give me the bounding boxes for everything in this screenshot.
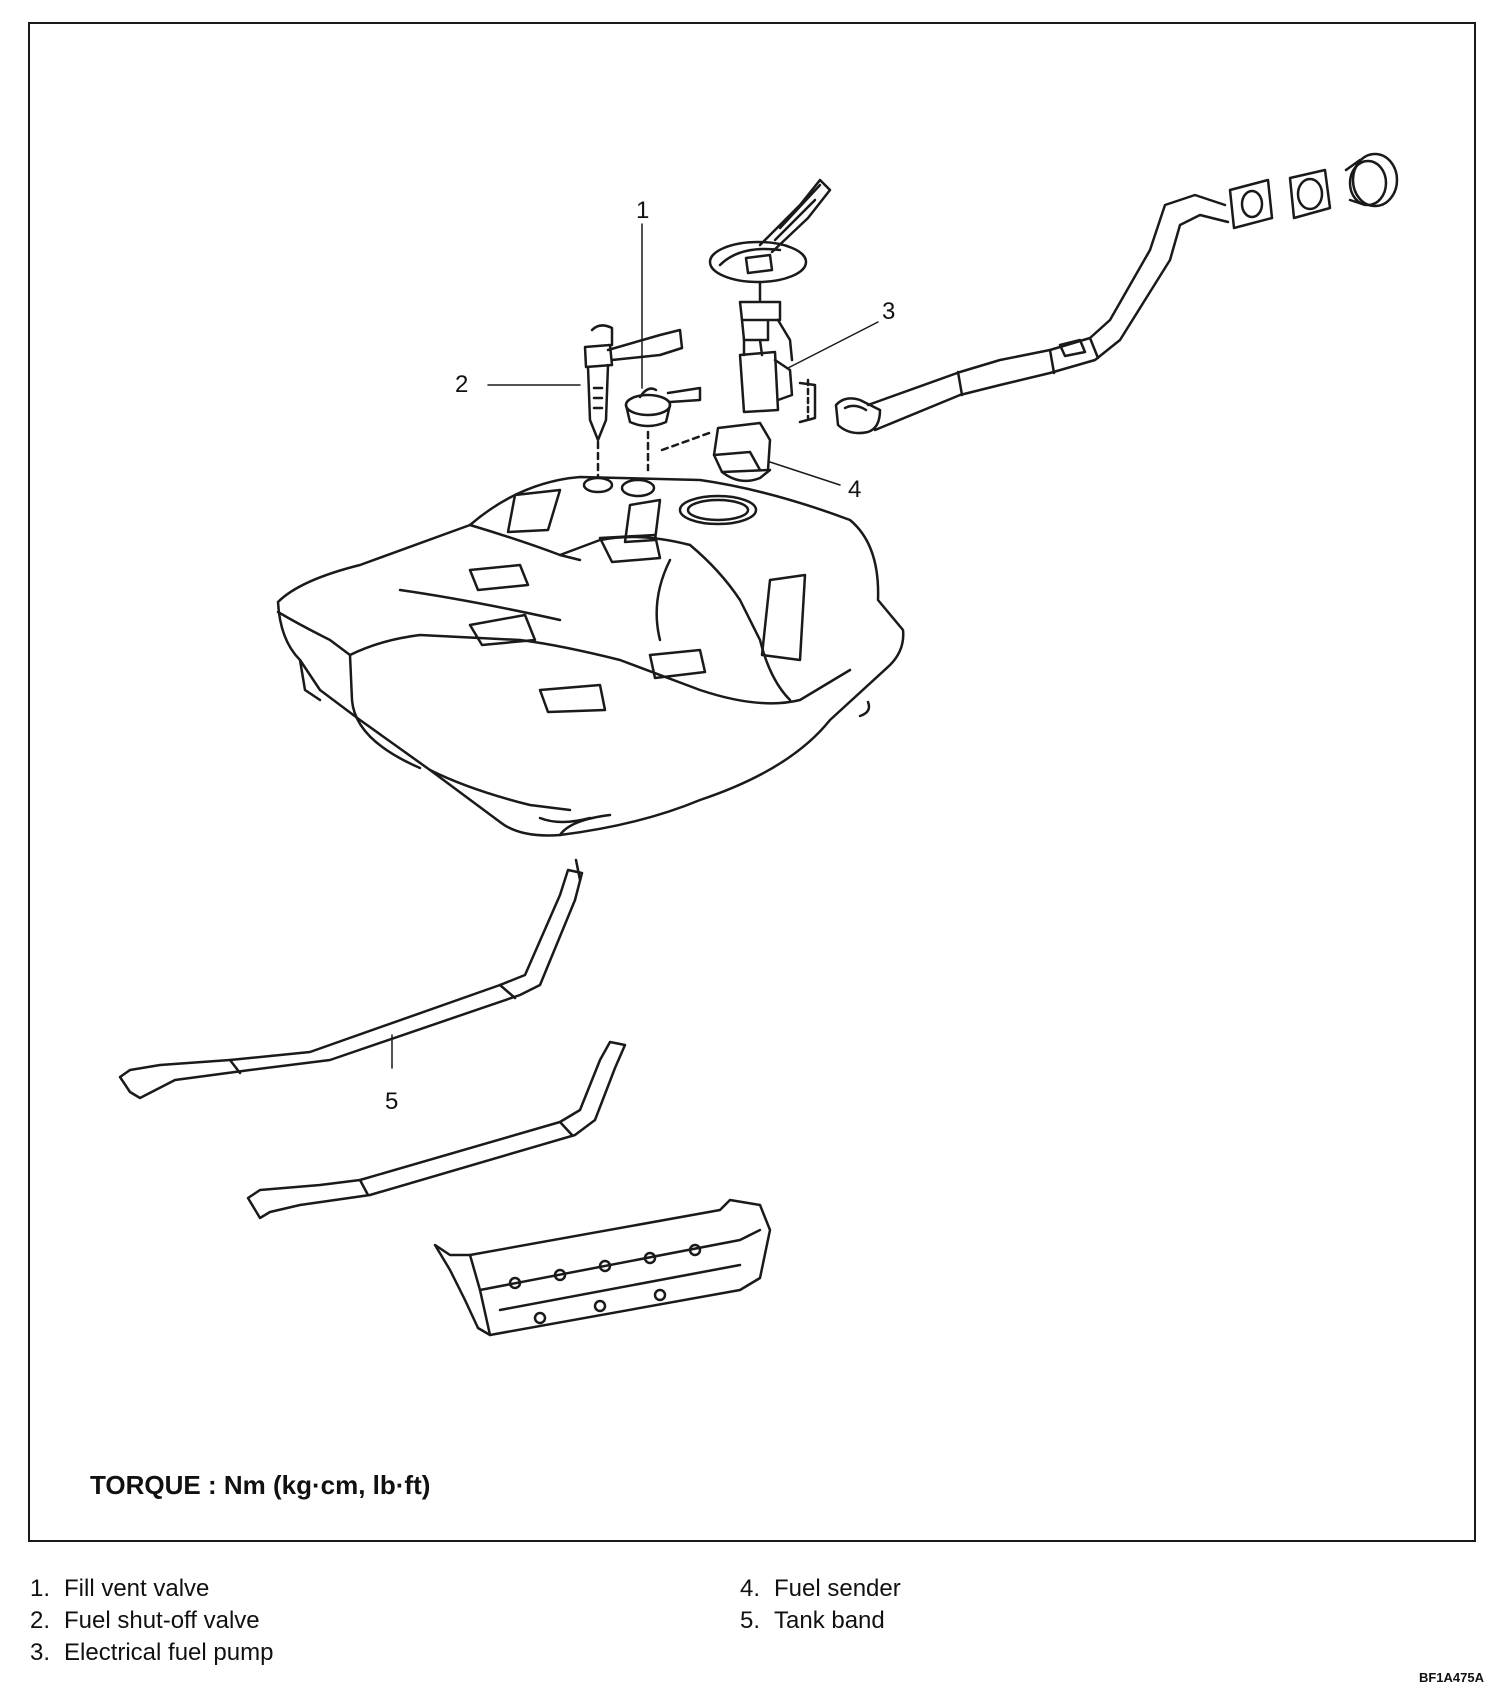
leader-lines xyxy=(391,223,879,1069)
tank-band xyxy=(118,858,584,1100)
legend-number: 1. xyxy=(29,1575,50,1602)
legend-item: 2. Fuel shut-off valve xyxy=(10,1605,273,1637)
legend-number: 3. xyxy=(29,1639,50,1666)
legend-text: Fill vent valve xyxy=(64,1575,210,1602)
fuel-sender xyxy=(660,421,772,483)
tank-band-second xyxy=(246,1040,627,1220)
callout-1: 1 xyxy=(636,197,650,224)
legend-number: 2. xyxy=(29,1607,50,1634)
fill-vent-valve xyxy=(624,386,702,472)
legend-text: Tank band xyxy=(774,1607,885,1634)
fuel-tank xyxy=(276,475,905,837)
figure-code: BF1A475A xyxy=(1418,1670,1484,1685)
legend-text: Fuel sender xyxy=(774,1575,901,1602)
legend-item: 5. Tank band xyxy=(720,1605,901,1637)
legend-item: 1. Fill vent valve xyxy=(10,1573,273,1605)
diagram-frame xyxy=(28,22,1476,1542)
legend-right: 4. Fuel sender 5. Tank band xyxy=(720,1573,901,1637)
filler-neck-assembly xyxy=(834,152,1399,435)
torque-label: TORQUE : Nm (kg·cm, lb·ft) xyxy=(90,1470,431,1500)
callout-2: 2 xyxy=(455,371,469,398)
legend-text: Electrical fuel pump xyxy=(64,1639,274,1666)
legend-number: 5. xyxy=(739,1607,760,1634)
callout-3: 3 xyxy=(882,298,896,325)
callout-5: 5 xyxy=(385,1088,399,1115)
fuel-shut-off-valve xyxy=(583,324,684,478)
legend-item: 4. Fuel sender xyxy=(720,1573,901,1605)
legend-text: Fuel shut-off valve xyxy=(64,1607,260,1634)
heat-shield xyxy=(433,1198,772,1337)
legend-left: 1. Fill vent valve 2. Fuel shut-off valv… xyxy=(10,1573,273,1669)
callout-4: 4 xyxy=(848,476,862,503)
legend-item: 3. Electrical fuel pump xyxy=(10,1637,273,1669)
legend-number: 4. xyxy=(739,1575,760,1602)
fuel-pump-module xyxy=(708,178,832,424)
